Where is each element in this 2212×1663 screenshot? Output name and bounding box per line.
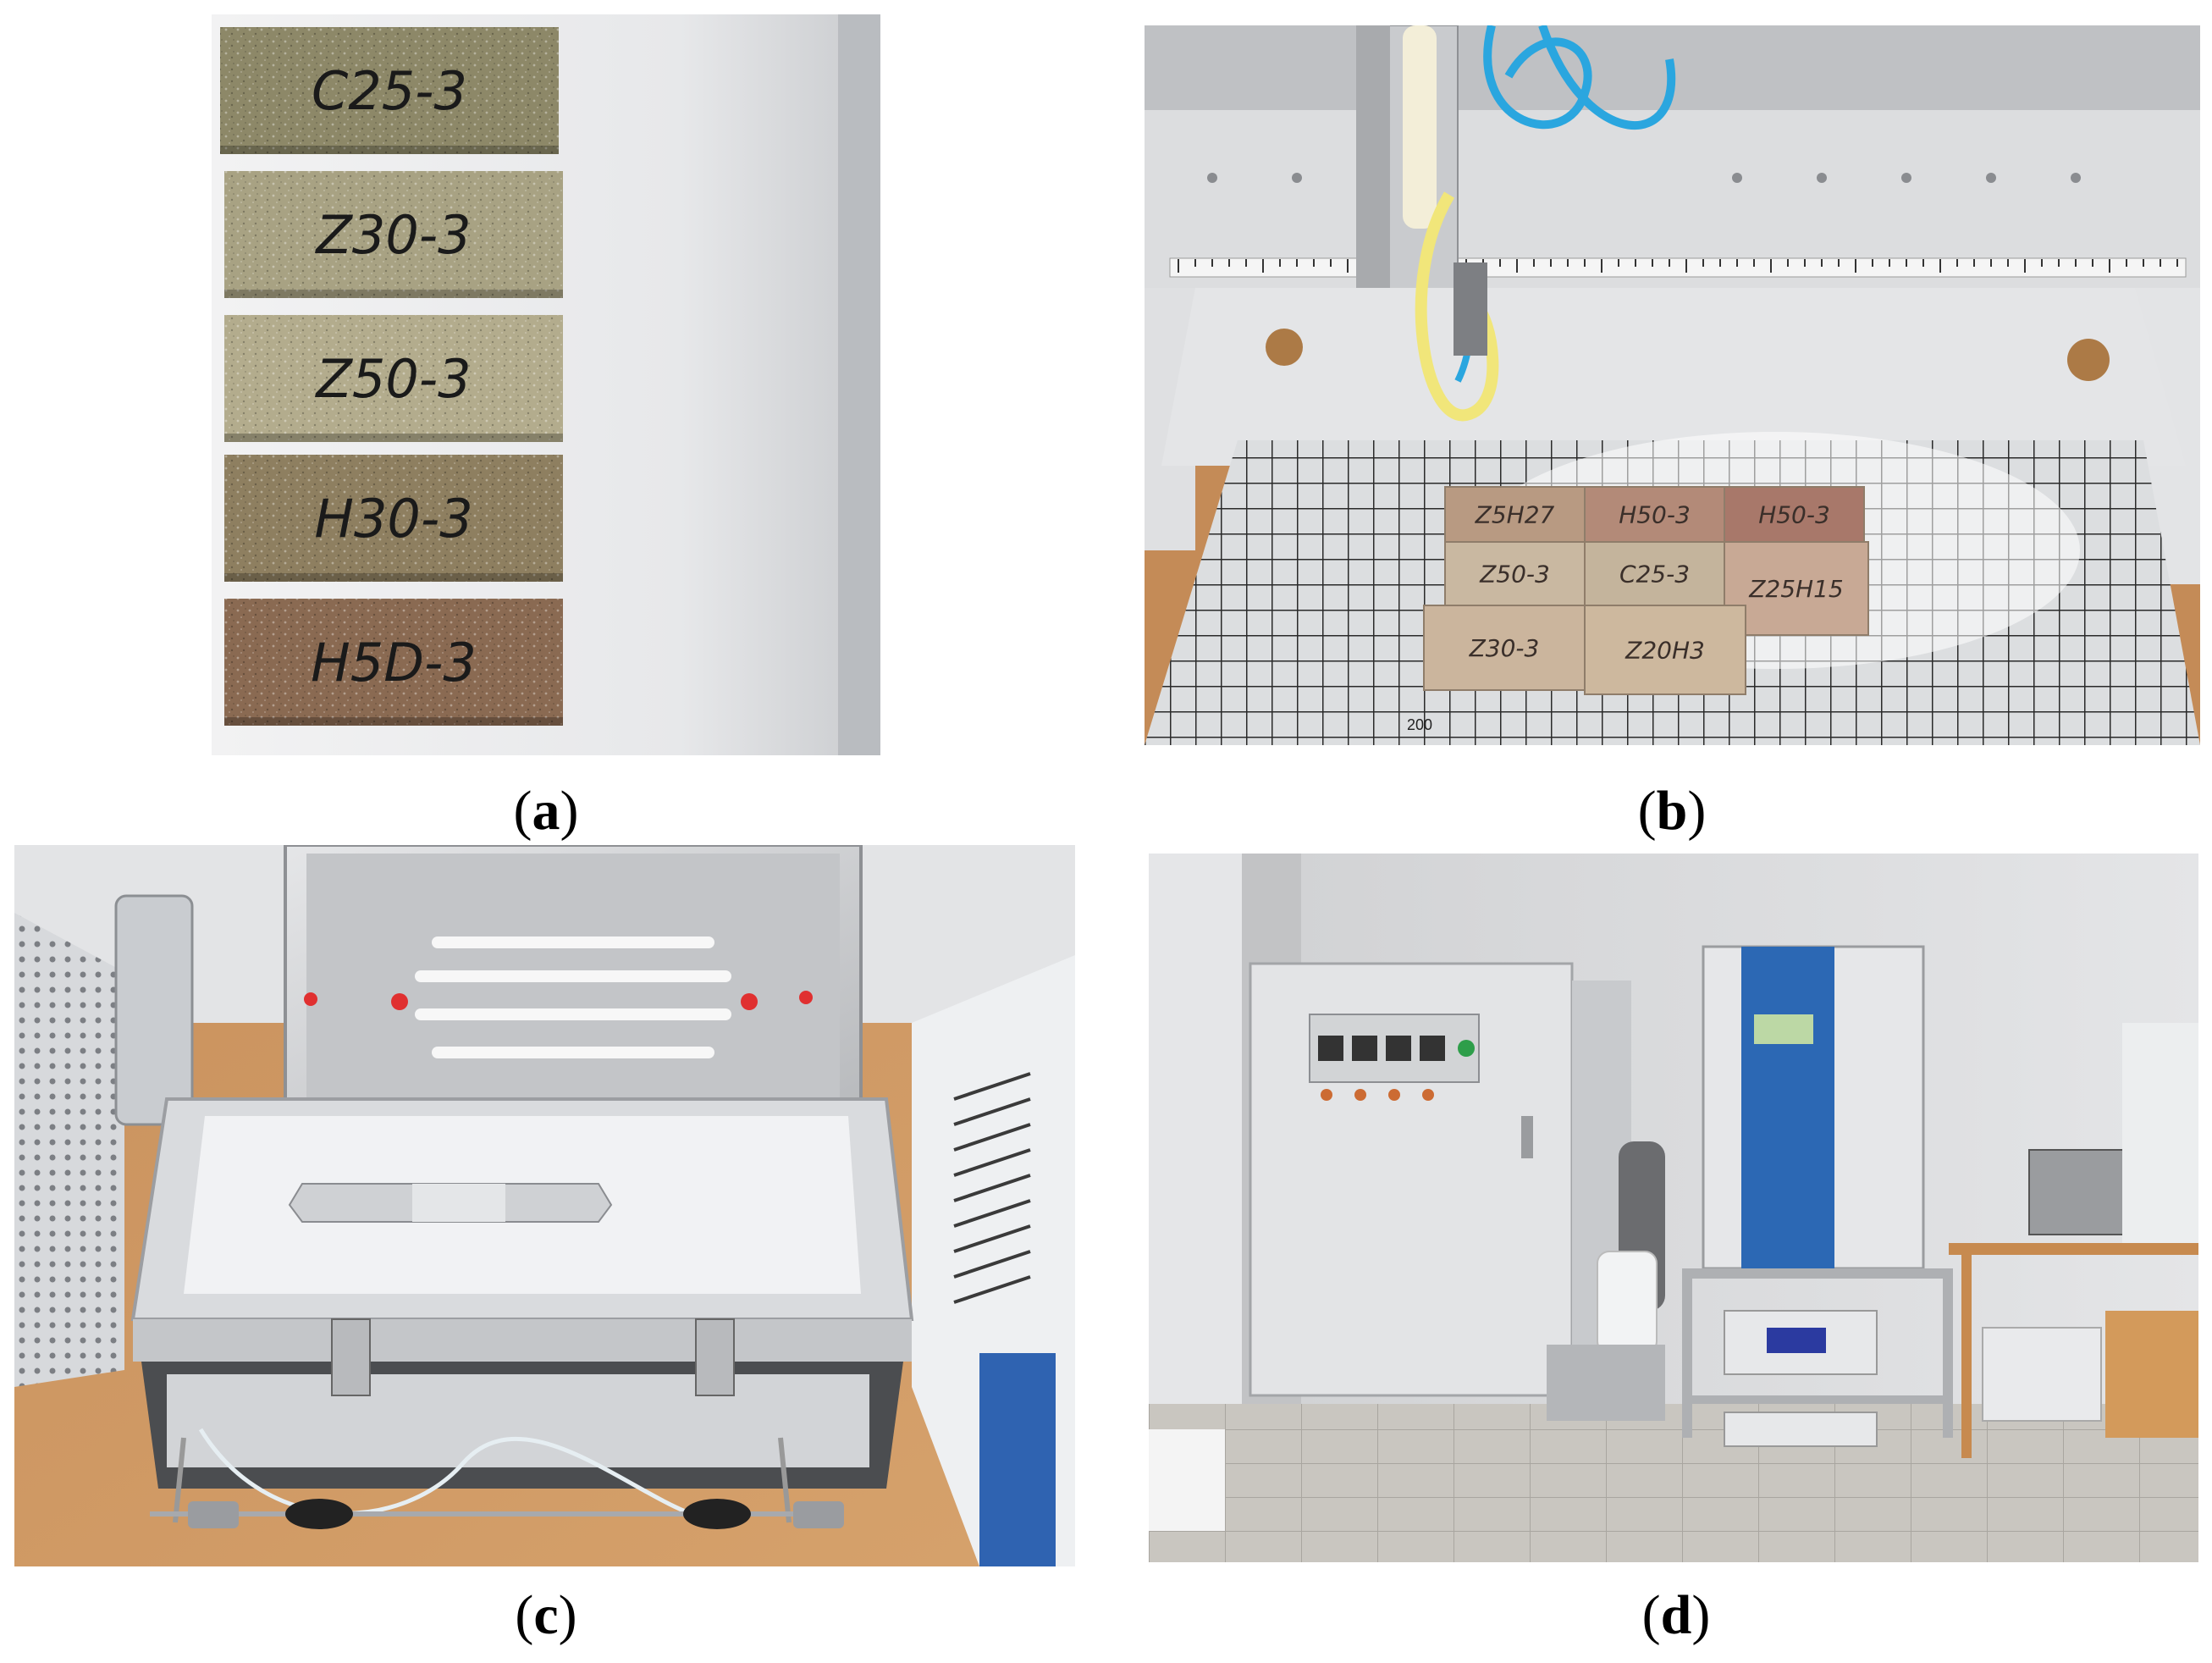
brick-label: H30-3: [314, 488, 472, 550]
brick-label: Z50-3: [314, 348, 471, 410]
panel-c-photo: [14, 845, 1075, 1566]
brick-label: Z20H3: [1625, 637, 1705, 665]
brick-specimen: Z50-3: [224, 315, 563, 442]
brick-specimen: C25-3: [1584, 541, 1725, 606]
brick-label: H50-3: [1619, 501, 1691, 529]
caption-b: (b): [1637, 780, 1707, 842]
brick-label: C25-3: [1619, 561, 1690, 588]
brick-label: Z5H27: [1475, 501, 1555, 529]
caption-a: (a): [513, 780, 579, 842]
brick-label: Z30-3: [1469, 634, 1540, 662]
brick-label: Z50-3: [1479, 561, 1550, 588]
brick-specimen: Z50-3: [1444, 541, 1586, 606]
brick-specimen: Z30-3: [1423, 605, 1586, 691]
brick-label: C25-3: [312, 60, 467, 122]
brick-specimen: Z30-3: [224, 171, 563, 298]
grid-scale-label: 200: [1407, 716, 1432, 733]
brick-specimen: C25-3: [220, 27, 559, 154]
brick-label: Z30-3: [314, 204, 471, 266]
brick-specimen: H30-3: [224, 455, 563, 582]
brick-specimen: H5D-3: [224, 599, 563, 726]
brick-label: Z25H15: [1748, 575, 1844, 603]
brick-specimen: H50-3: [1584, 486, 1725, 543]
brick-label: H5D-3: [311, 632, 477, 693]
caption-c: (c): [515, 1584, 577, 1646]
brick-specimen: H50-3: [1724, 486, 1865, 543]
brick-specimen: Z20H3: [1584, 605, 1746, 695]
brick-specimen: Z25H15: [1724, 541, 1869, 636]
panel-d-photo: [1149, 854, 2198, 1562]
brick-specimen: Z5H27: [1444, 486, 1586, 543]
brick-label: H50-3: [1758, 501, 1830, 529]
caption-d: (d): [1641, 1584, 1711, 1646]
